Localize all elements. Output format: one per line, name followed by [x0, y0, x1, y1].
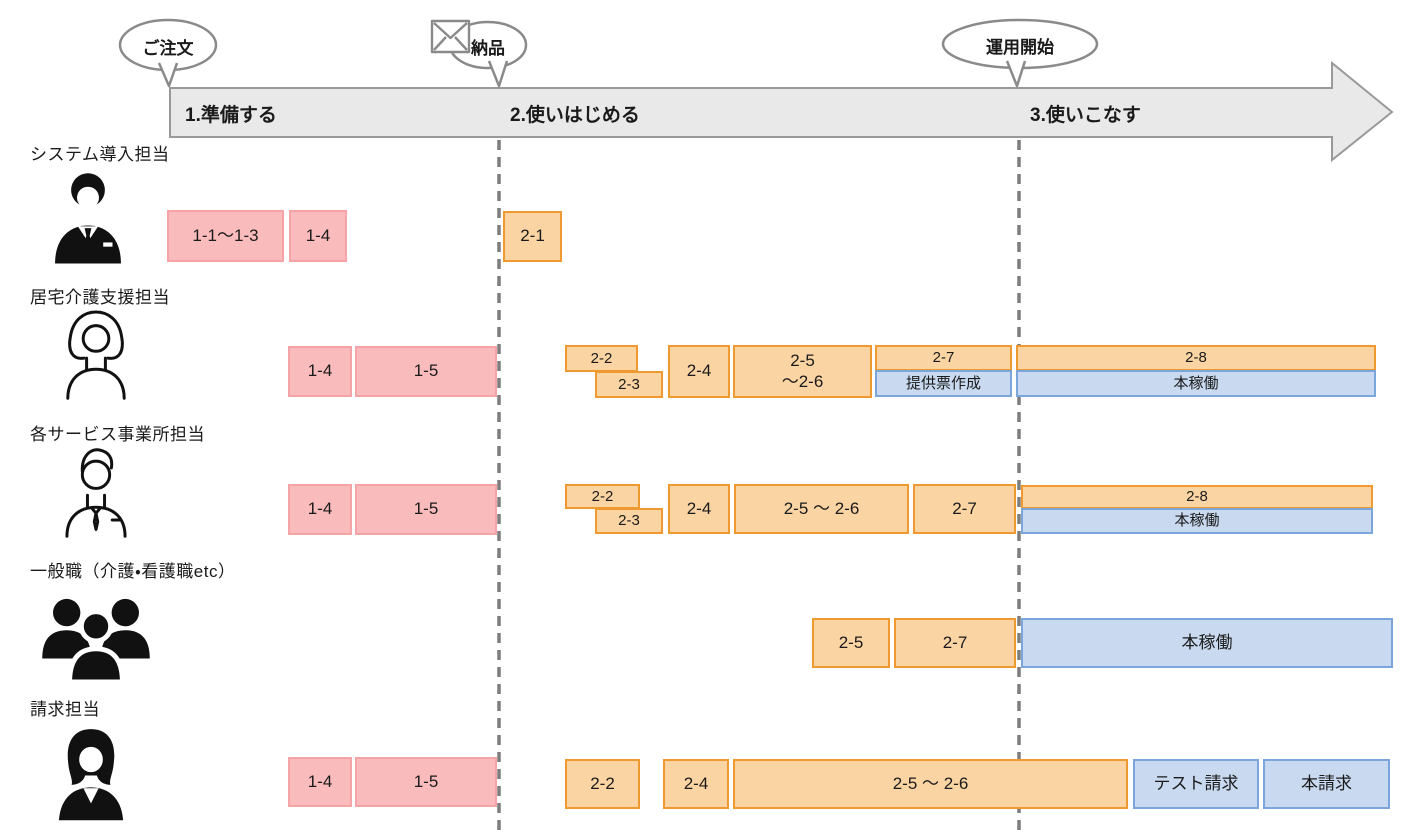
- task-bar: 2-7: [913, 484, 1016, 534]
- row-label: 請求担当: [30, 700, 100, 719]
- row-label: 居宅介護支援担当: [30, 288, 170, 307]
- milestone-label: 運用開始: [986, 38, 1054, 57]
- task-bar: 1-4: [288, 346, 352, 397]
- task-bar: テスト請求: [1133, 759, 1259, 809]
- task-bar: 提供票作成: [875, 370, 1012, 397]
- task-bar: 1-5: [355, 484, 497, 535]
- task-bar: 1-4: [288, 484, 352, 535]
- task-bar: 2-2: [565, 484, 640, 509]
- woman-outline-icon: [57, 306, 135, 400]
- task-bar: 2-4: [663, 759, 729, 809]
- bubble-tail: [489, 61, 507, 86]
- task-bar: 2-4: [668, 484, 730, 534]
- task-bar: 2-3: [595, 508, 663, 534]
- task-bar: 本稼働: [1016, 370, 1376, 397]
- task-bar-label-line: 2-5: [790, 351, 815, 371]
- milestone-label: ご注文: [142, 39, 194, 58]
- man-outline-icon: [57, 444, 135, 538]
- task-bar: 2-4: [668, 345, 730, 398]
- task-bar: 2-5 ～ 2-6: [734, 484, 909, 534]
- task-bar: 1-4: [289, 210, 347, 262]
- phase-label: 1.準備する: [185, 105, 277, 126]
- group-icon: [36, 596, 156, 682]
- task-bar: 1-5: [355, 346, 497, 397]
- task-bar: 本稼働: [1021, 618, 1393, 668]
- bubble-tail-outline: [487, 60, 509, 88]
- bubble-tail-outline: [1005, 60, 1027, 88]
- phase-label: 2.使いはじめる: [510, 105, 640, 126]
- woman-filled-icon: [58, 729, 124, 821]
- task-bar: 2-2: [565, 345, 638, 372]
- task-bar: 2-7: [875, 345, 1012, 371]
- task-bar: 2-5～2-6: [733, 345, 872, 398]
- task-bar: 2-7: [894, 618, 1016, 668]
- phase-arrow: [169, 60, 1394, 163]
- row-label: 各サービス事業所担当: [30, 425, 205, 444]
- milestone-label: 納品: [471, 39, 505, 58]
- row-label: 一般職（介護・看護職etc）: [30, 562, 236, 581]
- task-bar: 1-1～1-3: [167, 210, 284, 262]
- task-bar: 本稼働: [1021, 508, 1373, 534]
- task-bar-label-line: ～2-6: [781, 371, 824, 391]
- task-bar: 2-5: [812, 618, 890, 668]
- task-bar: 2-8: [1021, 485, 1373, 509]
- task-bar: 1-4: [288, 757, 352, 807]
- woman-filled-icon: [53, 724, 129, 822]
- row-label: システム導入担当: [30, 145, 170, 164]
- group-icon: [42, 598, 150, 682]
- task-bar: 本請求: [1263, 759, 1390, 809]
- bubble-tail: [159, 63, 177, 86]
- task-bar: 2-5 ～ 2-6: [733, 759, 1128, 809]
- task-bar: 2-3: [595, 371, 663, 398]
- business-man-icon: [55, 173, 121, 264]
- bubble-tail: [1007, 61, 1025, 86]
- task-bar: 2-2: [565, 759, 640, 809]
- bubble-tail-outline: [157, 62, 179, 88]
- task-bar: 2-1: [503, 211, 562, 262]
- task-bar: 1-5: [355, 757, 497, 807]
- woman-outline-icon: [66, 310, 126, 400]
- task-bar: 2-8: [1016, 345, 1376, 371]
- business-man-icon: [50, 166, 126, 264]
- man-outline-icon: [65, 448, 127, 538]
- phase-label: 3.使いこなす: [1030, 105, 1141, 126]
